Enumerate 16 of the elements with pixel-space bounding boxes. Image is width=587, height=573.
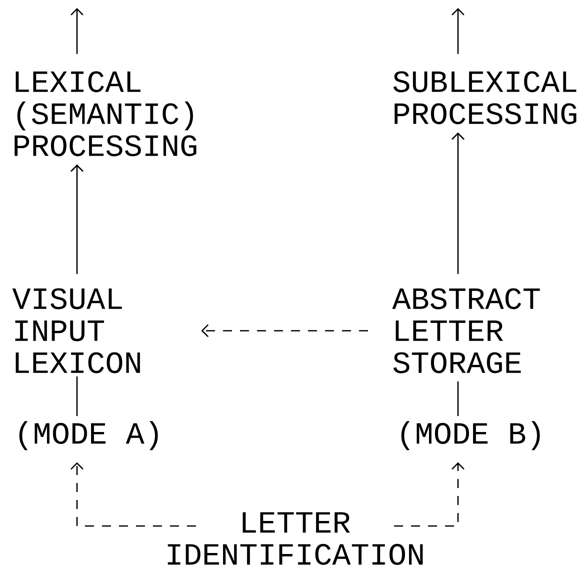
arrow: [452, 132, 464, 274]
arrow: [70, 8, 84, 54]
arrow: [201, 324, 368, 338]
stage-label: VISUAL INPUT LEXICON: [12, 288, 140, 374]
stage-label: ABSTRACT LETTER STORAGE: [392, 288, 540, 374]
stage-label: LEXICAL (SEMANTIC) PROCESSING: [14, 71, 196, 156]
stage-label: (MODE B): [401, 421, 540, 450]
arrow: [70, 164, 84, 274]
arrow: [394, 462, 464, 527]
stage-label: LETTER IDENTIFICATION: [168, 512, 423, 565]
connector-line: [76, 376, 78, 416]
stage-label: SUBLEXICAL PROCESSING: [393, 71, 576, 124]
connector-line: [457, 381, 459, 416]
stage-label: (MODE A): [19, 421, 158, 450]
arrow: [452, 8, 464, 54]
arrow: [70, 462, 196, 527]
